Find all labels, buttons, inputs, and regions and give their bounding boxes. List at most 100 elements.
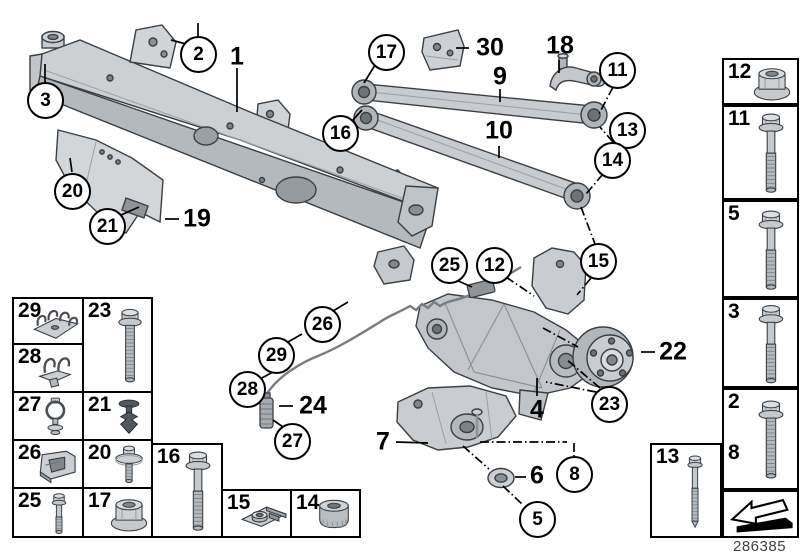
bracket-part-30 bbox=[421, 29, 465, 71]
cable-connector-part-24 bbox=[259, 392, 274, 429]
fastener-box-29: 29 bbox=[12, 297, 84, 345]
callout-circle-5: 5 bbox=[519, 501, 556, 538]
fastener-box-5: 5 bbox=[722, 200, 799, 298]
fastener-box-3: 3 bbox=[722, 298, 799, 388]
box-label-bottom: 8 bbox=[728, 441, 740, 464]
callout-circle-14: 14 bbox=[594, 142, 631, 179]
callout-circle-8: 8 bbox=[556, 456, 593, 493]
box-label: 3 bbox=[728, 300, 740, 323]
callout-label-30: 30 bbox=[476, 33, 504, 62]
callout-label-4: 4 bbox=[530, 395, 544, 424]
long-threaded-flange-bolt-icon bbox=[114, 303, 146, 391]
clip-nut-icon bbox=[237, 494, 291, 536]
box-label: 23 bbox=[88, 299, 112, 322]
screw-with-washer-icon bbox=[108, 443, 150, 488]
fastener-box-11: 11 bbox=[722, 105, 799, 200]
flange-nut-icon bbox=[106, 493, 152, 535]
fastener-box-16: 16 bbox=[151, 443, 223, 538]
small-flange-bolt-icon bbox=[44, 491, 74, 537]
fastener-box-26: 26 bbox=[12, 439, 84, 489]
box-label: 15 bbox=[227, 491, 251, 514]
fastener-box-28: 28 bbox=[12, 343, 84, 393]
fastener-box-13: 13 bbox=[650, 443, 722, 538]
hex-flange-bolt-icon bbox=[754, 303, 788, 387]
leader-lines-solid bbox=[44, 23, 655, 478]
box-label: 20 bbox=[88, 441, 112, 464]
fully-threaded-flange-bolt-icon bbox=[754, 393, 788, 489]
expansion-rivet-icon bbox=[110, 396, 148, 438]
cable-double-clip-icon bbox=[28, 348, 82, 392]
lever-part-18 bbox=[549, 53, 606, 92]
callout-circle-28: 28 bbox=[229, 371, 266, 408]
fastener-box-25: 25 bbox=[12, 487, 84, 538]
cable-multi-clip-icon bbox=[28, 301, 82, 345]
box-label: 27 bbox=[18, 393, 42, 416]
trailing-arm-part-4 bbox=[415, 247, 593, 421]
callout-label-9: 9 bbox=[493, 62, 507, 91]
callout-circle-21: 21 bbox=[89, 208, 126, 245]
fastener-box-27: 27 bbox=[12, 391, 84, 441]
upper-control-arm-part-9 bbox=[351, 79, 608, 129]
box-label: 16 bbox=[157, 445, 181, 468]
fastener-box-15: 15 bbox=[221, 489, 292, 538]
callout-circle-17: 17 bbox=[368, 34, 405, 71]
hex-flange-bolt-icon bbox=[754, 205, 788, 297]
callout-circle-29: 29 bbox=[258, 337, 295, 374]
callout-label-24: 24 bbox=[299, 391, 327, 420]
subframe-crossmember-part-1 bbox=[29, 24, 439, 249]
abs-sensor-cable-parts-24-25 bbox=[259, 265, 522, 429]
direction-arrow-icon bbox=[727, 494, 797, 536]
fastener-box-21: 21 bbox=[82, 391, 153, 441]
box-label: 25 bbox=[18, 489, 42, 512]
wheel-hub-part-22 bbox=[572, 326, 634, 388]
callout-circle-26: 26 bbox=[304, 306, 341, 343]
box-label: 13 bbox=[656, 445, 680, 468]
fastener-box-12: 12 bbox=[722, 58, 799, 105]
callout-circle-25: 25 bbox=[431, 247, 468, 284]
box-label: 12 bbox=[728, 60, 752, 83]
lower-control-arm-part-10 bbox=[353, 105, 591, 210]
callout-label-18: 18 bbox=[546, 31, 574, 60]
hex-flange-bolt-icon bbox=[181, 448, 215, 536]
callout-label-19: 19 bbox=[183, 204, 211, 233]
callout-label-1: 1 bbox=[230, 42, 244, 71]
callout-circle-27: 27 bbox=[274, 423, 311, 460]
diagram-part-number: 286385 bbox=[733, 538, 787, 555]
fastener-box-17: 17 bbox=[82, 487, 153, 538]
fastener-box-23: 23 bbox=[82, 297, 153, 393]
callout-circle-20: 20 bbox=[54, 173, 91, 210]
callout-circle-3: 3 bbox=[27, 82, 64, 119]
washer-part-6 bbox=[487, 467, 515, 489]
box-label: 11 bbox=[728, 107, 751, 130]
mount-bracket-part-7 bbox=[396, 385, 517, 451]
callout-circle-11: 11 bbox=[599, 52, 636, 89]
callout-circle-16: 16 bbox=[322, 115, 359, 152]
rubber-grommet-icon bbox=[310, 494, 358, 536]
callout-circle-15: 15 bbox=[580, 243, 617, 280]
box-label: 14 bbox=[296, 491, 320, 514]
fastener-box-2-8: 2 8 bbox=[722, 388, 799, 490]
leader-lines-dash-dot bbox=[462, 86, 614, 506]
callout-label-10: 10 bbox=[485, 116, 513, 145]
box-label-top: 2 bbox=[728, 390, 740, 413]
callout-label-7: 7 bbox=[376, 427, 390, 456]
hex-flange-bolt-icon bbox=[754, 110, 788, 198]
box-label: 28 bbox=[18, 345, 42, 368]
box-label: 17 bbox=[88, 489, 112, 512]
direction-arrow-box bbox=[722, 490, 799, 538]
flange-nut-icon bbox=[748, 63, 796, 103]
cable-holder-clamp-icon bbox=[34, 396, 80, 438]
callout-label-22: 22 bbox=[659, 337, 687, 366]
heat-shield-part-19-20 bbox=[55, 129, 164, 234]
box-label: 29 bbox=[18, 299, 42, 322]
callout-circle-2: 2 bbox=[180, 36, 217, 73]
abs-sensor-head bbox=[466, 278, 496, 299]
box-label: 5 bbox=[728, 202, 740, 225]
callout-circle-12: 12 bbox=[476, 247, 513, 284]
fastener-box-14: 14 bbox=[290, 489, 361, 538]
box-label: 21 bbox=[88, 393, 112, 416]
fastener-box-20: 20 bbox=[82, 439, 153, 489]
long-hex-bolt-icon bbox=[680, 448, 710, 536]
